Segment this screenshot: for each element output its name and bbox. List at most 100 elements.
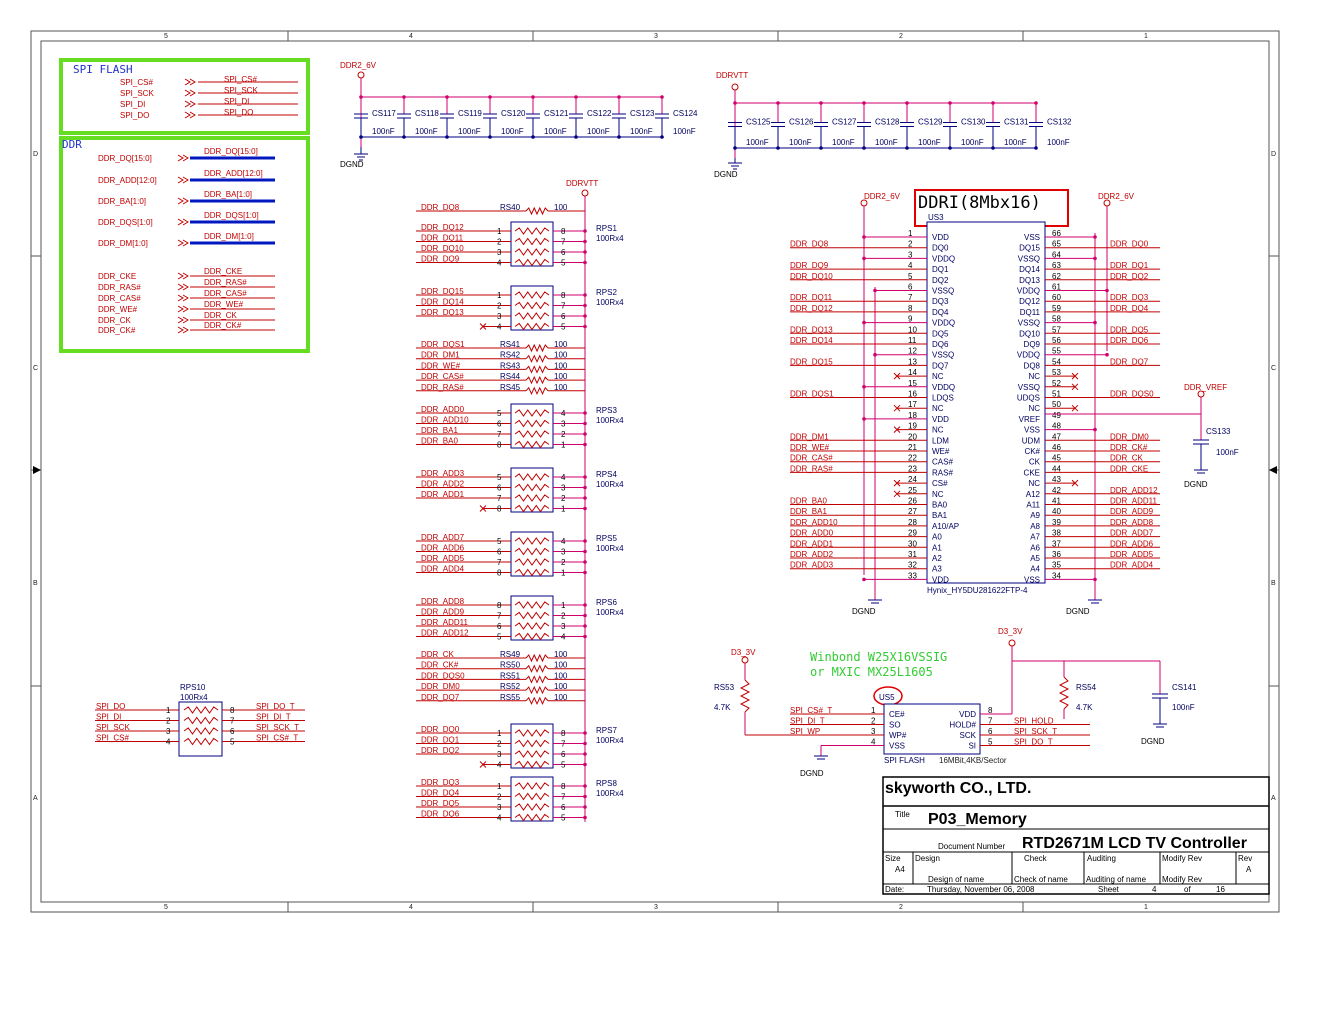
rs40-net: DDR_DQ8 (421, 203, 460, 212)
ddr-bus-port-right: DDR_DM[1:0] (204, 232, 254, 241)
ddr-chip-pin-name: VSS (1024, 426, 1040, 435)
junction-dot (583, 731, 587, 735)
ddr-ctrl-port-right: DDR_WE# (204, 300, 244, 309)
junction-dot (862, 146, 866, 150)
cs133-ref: CS133 (1206, 427, 1231, 436)
pack-net-label: DDR_ADD8 (421, 597, 465, 606)
port-arrow-icon (184, 100, 196, 108)
ddr-chip-pin-name: DQ15 (1019, 244, 1040, 253)
size-label: Size (885, 854, 901, 863)
zone-left-c: C (33, 365, 38, 372)
ddr-chip-right-net: DDR_DQ3 (1110, 293, 1149, 302)
junction-dot (583, 603, 587, 607)
pack-net-label: DDR_DQ10 (421, 244, 464, 253)
junction-dot (583, 539, 587, 543)
pack-pin-right: 5 (561, 259, 566, 268)
ddr-chip-pin-number: 56 (1052, 336, 1061, 345)
junction-dot (574, 95, 578, 99)
ddr-chip-pin-name: DQ13 (1019, 276, 1040, 285)
ddr-chip-pin-name: A9 (1030, 511, 1040, 520)
port-arrow-icon (184, 89, 196, 97)
ddr-chip-left-net: DDR_DM1 (790, 432, 829, 441)
ddr-ctrl-port-left: DDR_CK# (98, 326, 136, 335)
ddr-chip-pin-number: 28 (908, 518, 917, 527)
port-arrow-icon (177, 272, 189, 280)
ddrvtt-cap-row: CS125100nFCS126100nFCS127100nFCS128100nF… (728, 101, 1072, 150)
ddr-chip-left-net: DDR_BA0 (790, 497, 827, 506)
cs141-value: 100nF (1172, 703, 1195, 712)
flash-pin-number: 7 (988, 717, 993, 726)
rps10-left-net: SPI_SCK (96, 723, 130, 732)
junction-dot (776, 146, 780, 150)
ddr-chip-pin-name: VSS (1024, 575, 1040, 584)
rs53-ref: RS53 (714, 683, 735, 692)
resistor-zigzag (514, 750, 550, 758)
junction-dot (583, 560, 587, 564)
junction-dot (862, 417, 866, 421)
cap-value: 100nF (501, 127, 524, 136)
pack-net-label: DDR_ADD10 (421, 416, 469, 425)
ddr-chip-pin-number: 18 (908, 411, 917, 420)
ddr-chip-pin-name: DQ9 (1024, 340, 1041, 349)
pack-pin-right: 3 (561, 548, 566, 557)
flash-right-net: SPI_HOLD (1014, 717, 1054, 726)
pack-pin-left: 5 (497, 633, 502, 642)
cap-ref: CS130 (961, 118, 986, 127)
junction-dot (948, 101, 952, 105)
single-resistor-ref: RS43 (500, 361, 521, 370)
flash-pin-name: VSS (889, 742, 905, 751)
ddr-chip-pin-number: 24 (908, 475, 917, 484)
dgnd-flash: DGND (800, 769, 824, 778)
port-arrow-icon (177, 326, 189, 334)
ddr-chip-pin-name: VREF (1019, 415, 1040, 424)
ddr-ctrl-port-left: DDR_RAS# (98, 283, 141, 292)
ddr-chip-pin-number: 33 (908, 571, 917, 580)
junction-dot (583, 229, 587, 233)
title-block: skyworth CO., LTD. Title P03_Memory Docu… (882, 776, 1270, 895)
junction-dot (617, 135, 621, 139)
resistor-pack-ref: RPS7 (596, 726, 617, 735)
pack-pin-right: 1 (561, 505, 566, 514)
ddr-chip-left-net: DDR_DQ9 (790, 261, 829, 270)
flash-right-net: SPI_DO_T (1014, 738, 1053, 747)
pack-pin-left: 1 (497, 729, 502, 738)
junction-dot (583, 475, 587, 479)
pack-net-label: DDR_ADD7 (421, 533, 465, 542)
port-arrow-icon (184, 78, 196, 86)
pack-pin-right: 5 (561, 323, 566, 332)
ddr-chip-right-net: DDR_CKE (1110, 464, 1148, 473)
junction-dot (948, 146, 952, 150)
ddr-chip-left-net: DDR_ADD3 (790, 561, 834, 570)
pack-pin-left: 3 (497, 750, 502, 759)
pack-pin-left: 1 (497, 782, 502, 791)
ddr-chip-pin-number: 59 (1052, 304, 1061, 313)
junction-dot (583, 250, 587, 254)
flash-pin-name: CE# (889, 710, 905, 719)
ddr-ctrl-port-right: DDR_RAS# (204, 278, 247, 287)
junction-dot (574, 135, 578, 139)
ddr-chip-pin-name: VDD (932, 415, 949, 424)
flash-pin-number: 3 (871, 727, 876, 736)
resistor-zigzag (514, 611, 550, 620)
junction-dot (531, 135, 535, 139)
junction-dot (583, 570, 587, 575)
ddr-chip-pin-number: 43 (1052, 475, 1061, 484)
ddr-chip-pin-number: 62 (1052, 272, 1061, 281)
cap-ref: CS118 (415, 109, 439, 118)
cap-value: 100nF (544, 127, 567, 136)
resistor-zigzag (514, 547, 550, 556)
junction-dot (583, 815, 587, 820)
check-of-name: Check of name (1014, 875, 1068, 884)
pack-net-label: DDR_ADD11 (421, 618, 469, 627)
design-label: Design (915, 854, 940, 863)
zone-top-2: 2 (899, 33, 903, 40)
ddr-chip-pin-number: 58 (1052, 315, 1061, 324)
ddr-chip-pin-name: DQ4 (932, 308, 949, 317)
ddr-chip-left-net: DDR_RAS# (790, 464, 833, 473)
dgnd-chip-right: DGND (1066, 607, 1090, 616)
zone-top-4: 4 (409, 33, 413, 40)
cap-value: 100nF (832, 138, 855, 147)
ddr-bus-port-left: DDR_DM[1:0] (98, 239, 148, 248)
cap-ref: CS129 (918, 118, 943, 127)
